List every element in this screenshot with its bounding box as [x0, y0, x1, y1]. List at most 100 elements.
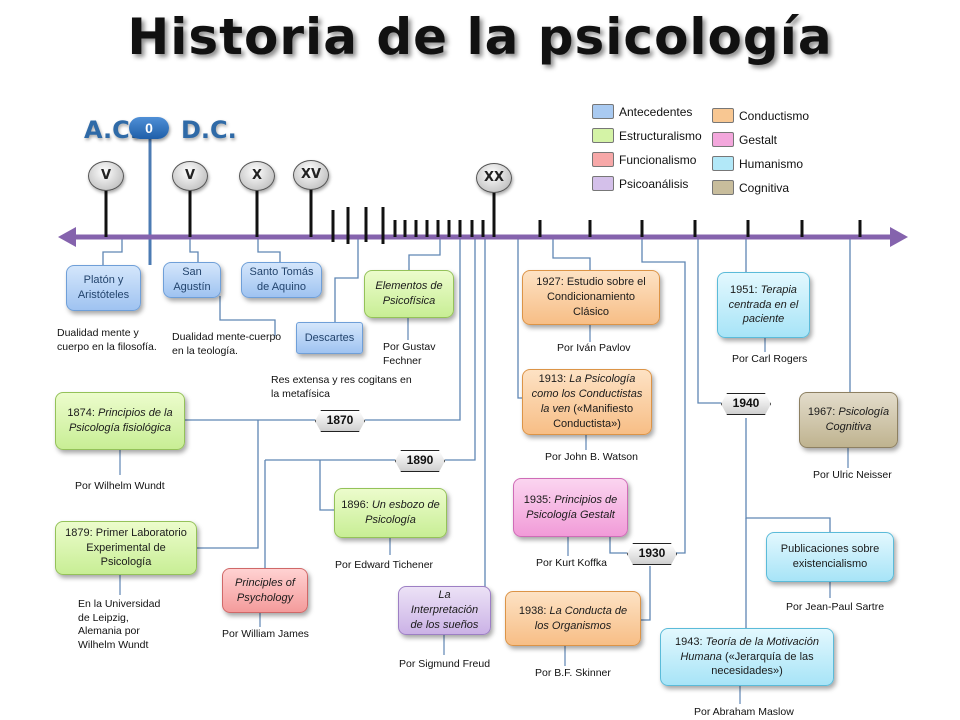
- node-year: 1967:: [807, 406, 836, 419]
- node-text: San Agustín: [173, 266, 211, 293]
- author-maslow: Por Abraham Maslow: [694, 706, 794, 718]
- century-marker-xv: XV: [293, 160, 329, 190]
- node-title: La Interpretación de los sueños: [410, 589, 479, 631]
- node-subtitle: («Manifiesto Conductista»): [553, 403, 634, 430]
- century-marker-v-ad: V: [172, 161, 208, 191]
- node-text: Santo Tomás de Aquino: [249, 266, 314, 293]
- year-tag-1930: 1930: [627, 543, 677, 565]
- legend-swatch-icon: [712, 156, 734, 171]
- legend-swatch-icon: [592, 104, 614, 119]
- node-text: 1874: Principios de la Psicología fisiol…: [62, 406, 178, 436]
- legend-swatch-icon: [592, 128, 614, 143]
- author-fechner: Por Gustav Fechner: [383, 341, 436, 367]
- note-wundt-leipzig: En la Universidad de Leipzig, Alemania p…: [78, 598, 161, 651]
- node-text: 1943: Teoría de la Motivación Humana («J…: [667, 635, 827, 680]
- legend-item: Gestalt: [712, 132, 777, 147]
- node-text: 1938: La Conducta de los Organismos: [512, 604, 634, 634]
- node-existencialismo: Publicaciones sobre existencialismo: [766, 532, 894, 582]
- legend-swatch-icon: [712, 180, 734, 195]
- legend-swatch-icon: [712, 132, 734, 147]
- note-teologia: Dualidad mente-cuerpo en la teología.: [172, 331, 282, 357]
- node-wundt-1874: 1874: Principios de la Psicología fisiol…: [55, 392, 185, 450]
- node-text: 1951: Terapia centrada en el paciente: [724, 283, 803, 328]
- node-rogers-1951: 1951: Terapia centrada en el paciente: [717, 272, 810, 338]
- century-marker-v-bc: V: [88, 161, 124, 191]
- author-freud: Por Sigmund Freud: [399, 658, 491, 670]
- node-text: Publicaciones sobre existencialismo: [780, 543, 880, 570]
- node-text: Platón y Aristóteles: [77, 274, 130, 301]
- node-elementos-psicofisica: Elementos de Psicofísica: [364, 270, 454, 318]
- node-text: 1879: Primer Laboratorio Experimental de…: [65, 526, 187, 569]
- node-text: Descartes: [304, 331, 355, 344]
- year-tag-1870: 1870: [315, 410, 365, 432]
- page-title: Historia de la psicología: [127, 8, 833, 66]
- legend-item: Psicoanálisis: [592, 176, 688, 191]
- node-text: 1967: Psicología Cognitiva: [806, 405, 891, 435]
- author-rogers: Por Carl Rogers: [732, 353, 808, 365]
- node-san-agustin: San Agustín: [163, 262, 221, 298]
- legend-label: Estructuralismo: [619, 128, 702, 143]
- node-year: 1943:: [675, 635, 703, 648]
- author-wundt: Por Wilhelm Wundt: [75, 480, 165, 492]
- century-marker-xx: XX: [476, 163, 512, 193]
- legend-swatch-icon: [712, 108, 734, 123]
- node-title: La Conducta de los Organismos: [534, 604, 628, 632]
- timeline-ticks: [331, 207, 862, 244]
- node-year: 1896:: [341, 499, 369, 512]
- century-marker-x: X: [239, 161, 275, 191]
- node-santo-tomas: Santo Tomás de Aquino: [241, 262, 322, 298]
- node-interpretacion-suenos: La Interpretación de los sueños: [398, 586, 491, 635]
- node-year: 1951:: [730, 283, 758, 296]
- node-year: 1938:: [518, 604, 547, 617]
- century-stems: [104, 188, 496, 237]
- legend-label: Psicoanálisis: [619, 176, 689, 191]
- node-pavlov-1927: 1927: Estudio sobre el Condicionamiento …: [522, 270, 660, 325]
- author-neisser: Por Ulric Neisser: [813, 469, 892, 481]
- node-year: 1874:: [67, 407, 95, 420]
- legend-label: Funcionalismo: [619, 152, 697, 167]
- legend-item: Funcionalismo: [592, 152, 696, 167]
- author-tichener: Por Edward Tichener: [335, 559, 434, 571]
- author-koffka: Por Kurt Koffka: [536, 557, 608, 569]
- node-maslow-1943: 1943: Teoría de la Motivación Humana («J…: [660, 628, 834, 686]
- node-tichener-1896: 1896: Un esbozo de Psicología: [334, 488, 447, 538]
- year-tag-1890: 1890: [395, 450, 445, 472]
- legend-label: Cognitiva: [739, 180, 790, 195]
- node-watson-1913: 1913: La Psicología como los Conductista…: [522, 369, 652, 435]
- node-wundt-1879: 1879: Primer Laboratorio Experimental de…: [55, 521, 197, 575]
- author-sartre: Por Jean-Paul Sartre: [786, 601, 885, 613]
- node-text: 1935: Principios de Psicología Gestalt: [520, 493, 621, 523]
- legend-item: Antecedentes: [592, 104, 692, 119]
- node-year: 1935:: [523, 493, 552, 506]
- node-principles-psychology: Principles of Psychology: [222, 568, 308, 613]
- legend-label: Humanismo: [739, 156, 804, 171]
- node-title: Un esbozo de Psicología: [365, 499, 440, 526]
- legend-item: Estructuralismo: [592, 128, 702, 143]
- node-subtitle: («Jerarquía de las necesidades»): [711, 650, 814, 678]
- note-descartes: Res extensa y res cogitans en la metafís…: [271, 374, 412, 400]
- legend-label: Gestalt: [739, 132, 778, 147]
- node-descartes: Descartes: [296, 322, 363, 354]
- node-koffka-1935: 1935: Principios de Psicología Gestalt: [513, 478, 628, 537]
- author-william-james: Por William James: [222, 628, 309, 640]
- node-text: 1927: Estudio sobre el Condicionamiento …: [536, 276, 646, 318]
- legend-swatch-icon: [592, 176, 614, 191]
- node-text: 1913: La Psicología como los Conductista…: [529, 372, 645, 431]
- legend: Antecedentes Estructuralismo Funcionalis…: [592, 104, 852, 196]
- legend-item: Cognitiva: [712, 180, 789, 195]
- author-skinner: Por B.F. Skinner: [535, 667, 611, 679]
- author-pavlov: Por Iván Pavlov: [557, 342, 631, 354]
- legend-label: Conductismo: [739, 108, 810, 123]
- node-title: Principios de la Psicología fisiológica: [68, 407, 173, 434]
- node-title: Teoría de la Motivación Humana: [680, 635, 819, 663]
- node-skinner-1938: 1938: La Conducta de los Organismos: [505, 591, 641, 646]
- legend-swatch-icon: [592, 152, 614, 167]
- year-tag-1940: 1940: [721, 393, 771, 415]
- node-neisser-1967: 1967: Psicología Cognitiva: [799, 392, 898, 448]
- author-watson: Por John B. Watson: [545, 451, 638, 463]
- node-title: La Psicología como los Conductistas la v…: [531, 373, 643, 415]
- node-year: 1913:: [538, 373, 567, 386]
- node-title: Psicología Cognitiva: [825, 406, 890, 433]
- legend-item: Humanismo: [712, 156, 803, 171]
- node-title: Principles of Psychology: [235, 576, 295, 604]
